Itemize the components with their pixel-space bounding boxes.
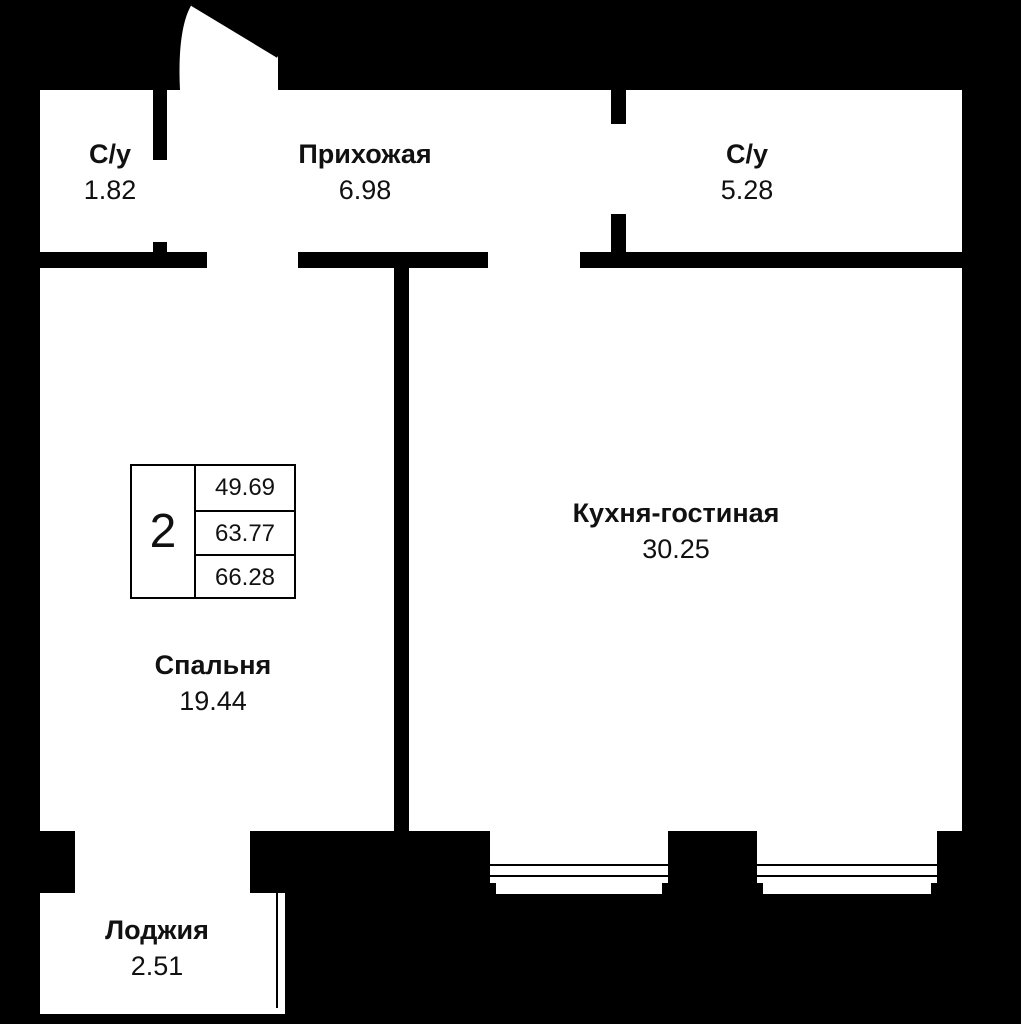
room-name: Прихожая (298, 139, 432, 169)
area-living: 49.69 (214, 474, 276, 501)
area-with-loggia: 66.28 (196, 554, 294, 599)
room-area: 6.98 (338, 175, 392, 205)
room-name: Лоджия (105, 915, 209, 945)
room-area: 30.25 (642, 534, 710, 564)
label-bedroom: Спальня 19.44 (155, 647, 272, 719)
room-count: 2 (132, 466, 196, 597)
window-left (490, 831, 668, 894)
loggia-glazing (276, 893, 278, 1008)
room-area: 19.44 (179, 686, 247, 716)
room-wc-small (40, 90, 153, 252)
label-kitchen-living: Кухня-гостиная 30.25 (573, 495, 780, 567)
label-wc-large: С/у 5.28 (721, 136, 774, 208)
apartment-summary-badge: 2 49.69 63.77 66.28 (130, 464, 296, 599)
room-hall (167, 90, 611, 252)
room-loggia (40, 893, 285, 1014)
room-kitchen-living (409, 268, 962, 831)
room-area: 1.82 (83, 175, 137, 205)
entrance-door-icon (179, 2, 280, 90)
window-right (757, 831, 937, 894)
room-area: 5.28 (720, 175, 774, 205)
label-loggia: Лоджия 2.51 (105, 912, 209, 984)
area-total: 63.77 (196, 510, 294, 556)
room-wc-large (626, 90, 962, 252)
label-hall: Прихожая 6.98 (298, 136, 431, 208)
room-name: Спальня (154, 650, 272, 680)
room-name: С/у (88, 139, 132, 169)
room-name: Кухня-гостиная (572, 498, 780, 528)
room-name: С/у (725, 139, 769, 169)
room-area: 2.51 (130, 951, 184, 981)
label-wc-small: С/у 1.82 (84, 136, 137, 208)
